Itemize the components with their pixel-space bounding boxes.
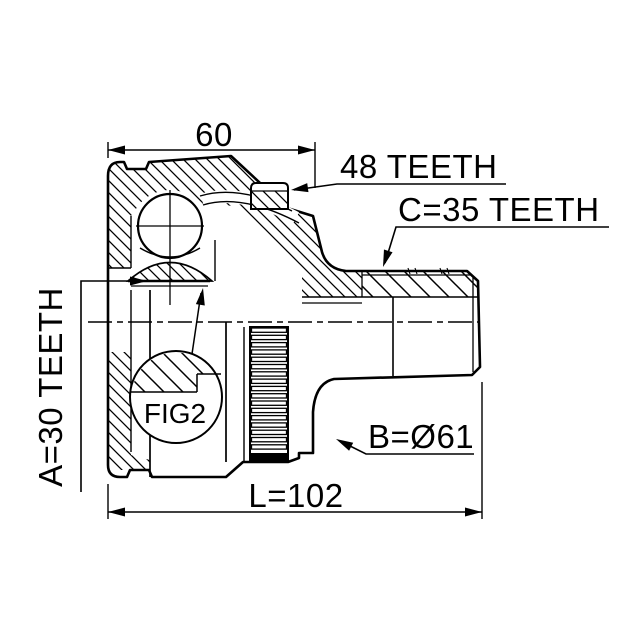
fig2-label: FIG2 [144, 398, 206, 429]
inner-spline-label: A=30 TEETH [32, 287, 69, 487]
leader-arrowhead-icon [130, 276, 147, 286]
dim-arrow-left-icon [108, 507, 125, 517]
overall-length-label: L=102 [248, 477, 343, 514]
fig2-detail-balloon: FIG2 [129, 288, 223, 444]
dim-arrow-right-icon [465, 507, 482, 517]
fig2-arrowhead-icon [195, 288, 205, 306]
dim-arrow-left-icon [108, 145, 125, 155]
dim-60-label: 60 [195, 116, 233, 153]
leader-a30-teeth [80, 276, 147, 492]
outer-race-section-hatch [108, 156, 362, 470]
dim-arrow-right-icon [298, 145, 315, 155]
bearing-ball [136, 190, 204, 305]
boot-diameter-label: B=Ø61 [368, 418, 474, 455]
leader-48-teeth [291, 183, 506, 193]
leader-b-diameter [336, 439, 474, 455]
dimension-60 [107, 142, 316, 188]
spline-shaft [302, 267, 478, 376]
dimension-l102 [107, 382, 483, 519]
leader-arrowhead-icon [291, 183, 309, 193]
abs-teeth-label: 48 TEETH [340, 148, 497, 185]
abs-tooth-section-block [250, 182, 289, 210]
outer-spline-label: C=35 TEETH [398, 191, 600, 228]
leader-c35-teeth [383, 226, 609, 267]
leader-arrowhead-icon [383, 249, 393, 267]
leader-arrowhead-icon [336, 439, 354, 451]
abs-tone-ring [249, 326, 289, 463]
